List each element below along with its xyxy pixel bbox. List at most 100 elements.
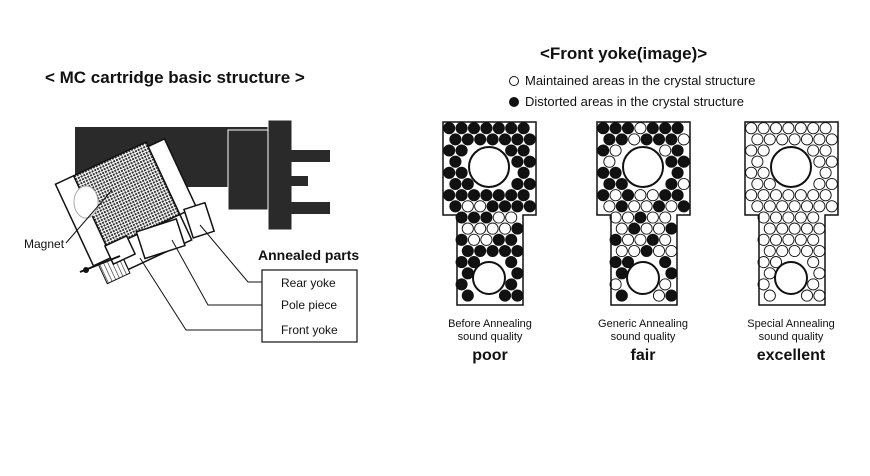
maintained-grain (659, 211, 672, 224)
maintained-grain (603, 155, 616, 168)
distorted-grain (467, 189, 481, 202)
distorted-grain (517, 189, 530, 202)
legend-maintained-label: Maintained areas in the crystal structur… (525, 73, 756, 88)
distorted-grain (517, 166, 530, 179)
distorted-grain (621, 122, 635, 135)
maintained-grain (665, 200, 678, 213)
maintained-grain (486, 222, 499, 235)
maintained-grain (751, 177, 764, 191)
maintained-grain (800, 222, 814, 235)
distorted-grain (603, 177, 616, 191)
yoke-upper-hole (468, 146, 510, 188)
maintained-grain (788, 222, 801, 235)
maintained-grain (813, 289, 826, 302)
yoke-before (442, 121, 537, 306)
distorted-grain (455, 256, 468, 269)
maintained-grain (461, 200, 474, 213)
maintained-grain (634, 122, 647, 135)
maintained-grain (763, 267, 776, 280)
maintained-grain (800, 133, 814, 146)
front-yoke-leader (139, 257, 262, 331)
distorted-grain (665, 177, 678, 191)
distorted-grain (523, 155, 536, 168)
maintained-grain (788, 200, 801, 213)
maintained-grain (665, 244, 678, 258)
shell-edge (73, 185, 99, 219)
distorted-grain (474, 133, 487, 146)
distorted-grain (505, 278, 518, 291)
maintained-grain (763, 289, 776, 302)
maintained-grain (745, 166, 758, 179)
maintained-grain (769, 233, 783, 246)
distorted-grain (505, 122, 518, 135)
distorted-grain (455, 233, 468, 246)
maintained-grain (800, 289, 814, 302)
distorted-grain (671, 189, 684, 202)
maintained-grain (745, 144, 758, 157)
maintained-grain (794, 122, 807, 135)
open-circle-icon (509, 75, 519, 86)
distorted-grain (486, 200, 499, 213)
distorted-grain (597, 144, 610, 157)
yoke-lower-hole (472, 261, 506, 295)
sample-special-caption-2: sound quality (758, 331, 824, 343)
distorted-grain (492, 233, 505, 246)
maintained-grain (813, 155, 826, 168)
distorted-grain (492, 122, 505, 135)
maintained-grain (677, 177, 690, 191)
distorted-grain (480, 211, 493, 224)
distorted-grain (615, 133, 628, 146)
distorted-grain (486, 244, 499, 258)
magnet-label: Magnet (24, 237, 65, 251)
yoke-upper-hole (622, 146, 664, 188)
distorted-grain (511, 222, 524, 235)
maintained-grain (621, 233, 635, 246)
maintained-grain (769, 189, 783, 202)
maintained-grain (757, 278, 770, 291)
front-yoke-shape (183, 201, 216, 239)
maintained-grain (813, 244, 826, 258)
annealed-parts-title: Annealed parts (258, 247, 360, 263)
maintained-grain (467, 233, 481, 246)
maintained-grain (794, 189, 807, 202)
maintained-grain (819, 122, 832, 135)
distorted-grain (505, 189, 518, 202)
rear-yoke-leader (199, 224, 262, 283)
maintained-grain (807, 211, 820, 224)
distorted-grain (498, 200, 512, 213)
pole-piece-leader (171, 239, 262, 306)
distorted-grain (492, 189, 505, 202)
part-front-yoke: Front yoke (281, 323, 338, 337)
distorted-grain (480, 122, 493, 135)
distorted-grain (505, 256, 518, 269)
part-rear-yoke: Rear yoke (281, 276, 336, 290)
distorted-grain (505, 233, 518, 246)
distorted-grain (461, 133, 474, 146)
maintained-grain (807, 256, 820, 269)
maintained-grain (813, 133, 826, 146)
maintained-grain (652, 289, 666, 302)
maintained-grain (782, 211, 795, 224)
maintained-grain (776, 244, 789, 258)
part-pole-piece: Pole piece (281, 298, 338, 312)
maintained-grain (813, 177, 826, 191)
distorted-grain (609, 166, 622, 179)
distorted-grain (609, 122, 622, 135)
terminal-pin-3 (290, 176, 308, 186)
maintained-grain (800, 200, 814, 213)
distorted-grain (467, 211, 481, 224)
maintained-grain (492, 211, 505, 224)
distorted-grain (511, 155, 524, 168)
maintained-grain (763, 244, 776, 258)
maintained-grain (763, 222, 776, 235)
maintained-grain (794, 233, 807, 246)
maintained-grain (757, 122, 770, 135)
distorted-grain (443, 122, 456, 135)
maintained-grain (751, 200, 764, 213)
distorted-grain (455, 211, 468, 224)
distorted-grain (665, 155, 678, 168)
distorted-grain (597, 166, 610, 179)
distorted-grain (523, 177, 536, 191)
maintained-grain (757, 211, 770, 224)
